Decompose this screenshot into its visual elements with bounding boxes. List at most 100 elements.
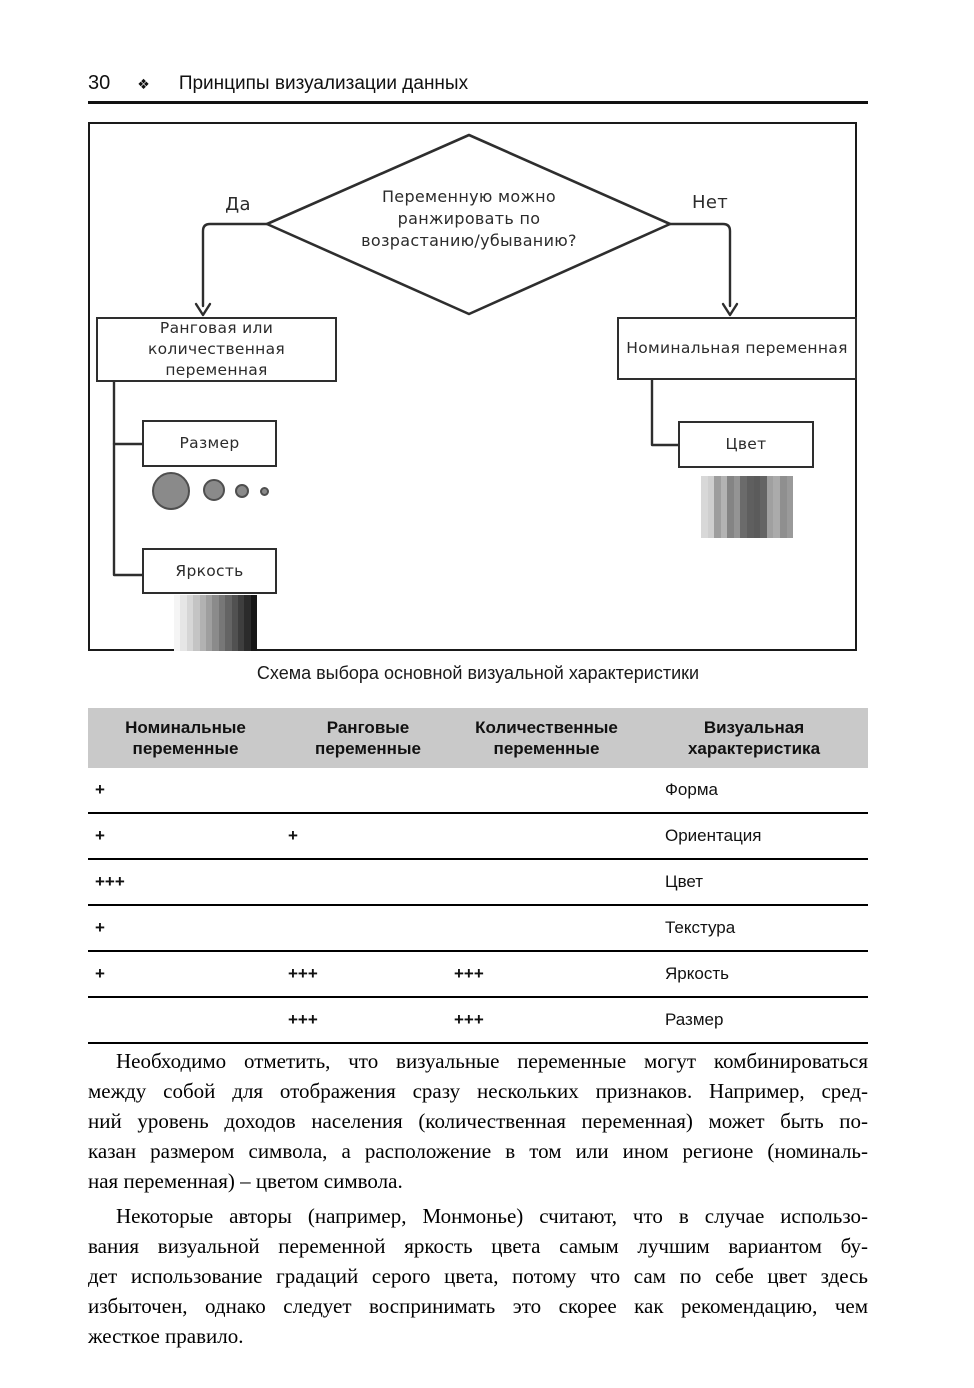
table-cell: Яркость: [640, 951, 868, 998]
gradient-stripe: [720, 476, 728, 538]
gradient-stripe: [244, 595, 251, 651]
flowchart-lines: [112, 133, 739, 577]
paragraph: Необходимо отметить, что визуальные пере…: [88, 1046, 868, 1196]
gradient-stripe: [753, 476, 761, 538]
size-circles: [142, 464, 277, 518]
gradient-stripe: [193, 595, 200, 651]
color-connector-line: [650, 378, 680, 447]
body-text: Необходимо отметить, что визуальные пере…: [88, 1046, 868, 1351]
ranked-variable-box: Ранговая или количественная переменная: [96, 317, 337, 382]
yes-connector-line: [201, 222, 269, 308]
table-cell: +++: [283, 997, 453, 1044]
size-circle: [152, 472, 190, 510]
table-cell: +: [88, 768, 283, 814]
table-cell: +++: [453, 997, 640, 1044]
table-cell: +++: [283, 951, 453, 998]
size-circle: [203, 479, 225, 501]
paragraph-last-line: жесткое правило.: [88, 1324, 244, 1348]
table-row: + +++ +++ Яркость: [88, 951, 868, 998]
table-cell: [283, 768, 453, 814]
table-row: + Форма: [88, 768, 868, 814]
nominal-variable-box: Номинальная переменная: [617, 317, 857, 380]
table-cell: [453, 813, 640, 860]
column-header: Количественные переменные: [453, 708, 640, 768]
table-cell: Цвет: [640, 859, 868, 906]
brightness-gradient: [174, 595, 258, 651]
chapter-title: Принципы визуализации данных: [178, 73, 469, 94]
gradient-stripe: [701, 476, 708, 538]
down-arrowhead-icon: [194, 302, 212, 317]
gradient-stripe: [733, 476, 741, 538]
gradient-stripe: [205, 595, 213, 651]
down-arrowhead-icon: [721, 302, 739, 317]
table-cell: Размер: [640, 997, 868, 1044]
figure-caption: Схема выбора основной визуальной характе…: [256, 663, 700, 683]
page-number: 30: [88, 72, 111, 94]
gradient-stripe: [707, 476, 715, 538]
table-cell: Форма: [640, 768, 868, 814]
gradient-stripe: [727, 476, 734, 538]
column-header: Ранговые переменные: [283, 708, 453, 768]
gradient-stripe: [740, 476, 748, 538]
size-box: Размер: [142, 420, 277, 467]
gradient-stripe: [786, 476, 794, 538]
table-cell: [88, 997, 283, 1044]
size-circle: [235, 484, 249, 498]
table-cell: [453, 768, 640, 814]
visual-characteristics-table: Номинальные переменные Ранговые переменн…: [88, 708, 868, 1044]
table-cell: +++: [88, 859, 283, 906]
table-cell: +++: [453, 951, 640, 998]
brightness-box: Яркость: [142, 548, 277, 594]
brightness-connector-line: [112, 380, 144, 577]
gradient-stripe: [237, 595, 245, 651]
table-cell: +: [88, 951, 283, 998]
gradient-stripe: [773, 476, 780, 538]
flowchart-figure: Переменную можно ранжировать по возраста…: [88, 122, 857, 651]
gradient-stripe: [760, 476, 767, 538]
table-cell: [283, 859, 453, 906]
paragraph: Некоторые авторы (например, Монмонье) сч…: [88, 1201, 868, 1351]
table-cell: Текстура: [640, 905, 868, 952]
table-header-row: Номинальные переменные Ранговые переменн…: [88, 708, 868, 768]
no-branch-label: Нет: [692, 192, 728, 213]
table-cell: [283, 905, 453, 952]
gradient-stripe: [180, 595, 187, 651]
table-cell: +: [88, 905, 283, 952]
color-box: Цвет: [678, 421, 814, 468]
gradient-stripe: [218, 595, 226, 651]
paragraph-lines: Необходимо отметить, что визуальные пере…: [88, 1049, 868, 1163]
table-cell: [453, 859, 640, 906]
table-cell: [453, 905, 640, 952]
table-cell: +: [88, 813, 283, 860]
diamond-ornament-icon: ❖: [137, 77, 150, 93]
gradient-stripe: [186, 595, 194, 651]
gradient-stripe: [231, 595, 238, 651]
size-circle: [259, 486, 269, 496]
table-cell: +: [283, 813, 453, 860]
gradient-stripe: [174, 595, 181, 651]
decision-diamond: [265, 133, 672, 316]
yes-branch-label: Да: [225, 194, 251, 215]
paragraph-lines: Некоторые авторы (например, Монмонье) сч…: [88, 1204, 868, 1318]
gradient-stripe: [199, 595, 206, 651]
gradient-stripe: [250, 595, 258, 651]
gradient-stripe: [747, 476, 754, 538]
no-connector-line: [668, 222, 732, 308]
table-cell: Ориентация: [640, 813, 868, 860]
color-gradient: [701, 476, 794, 538]
table-row: +++ Цвет: [88, 859, 868, 906]
gradient-stripe: [212, 595, 219, 651]
header-rule: [88, 101, 868, 104]
paragraph-last-line: ная переменная) – цветом символа.: [88, 1169, 403, 1193]
gradient-stripe: [714, 476, 721, 538]
table-row: + Текстура: [88, 905, 868, 952]
gradient-stripe: [225, 595, 232, 651]
gradient-stripe: [779, 476, 787, 538]
page-header: 30 ❖ Принципы визуализации данных: [88, 72, 868, 95]
table-row: +++ +++ Размер: [88, 997, 868, 1044]
column-header: Номинальные переменные: [88, 708, 283, 768]
decision-question: Переменную можно ранжировать по возраста…: [361, 187, 577, 250]
column-header: Визуальная характеристика: [640, 708, 868, 768]
gradient-stripe: [766, 476, 774, 538]
table-row: + + Ориентация: [88, 813, 868, 860]
